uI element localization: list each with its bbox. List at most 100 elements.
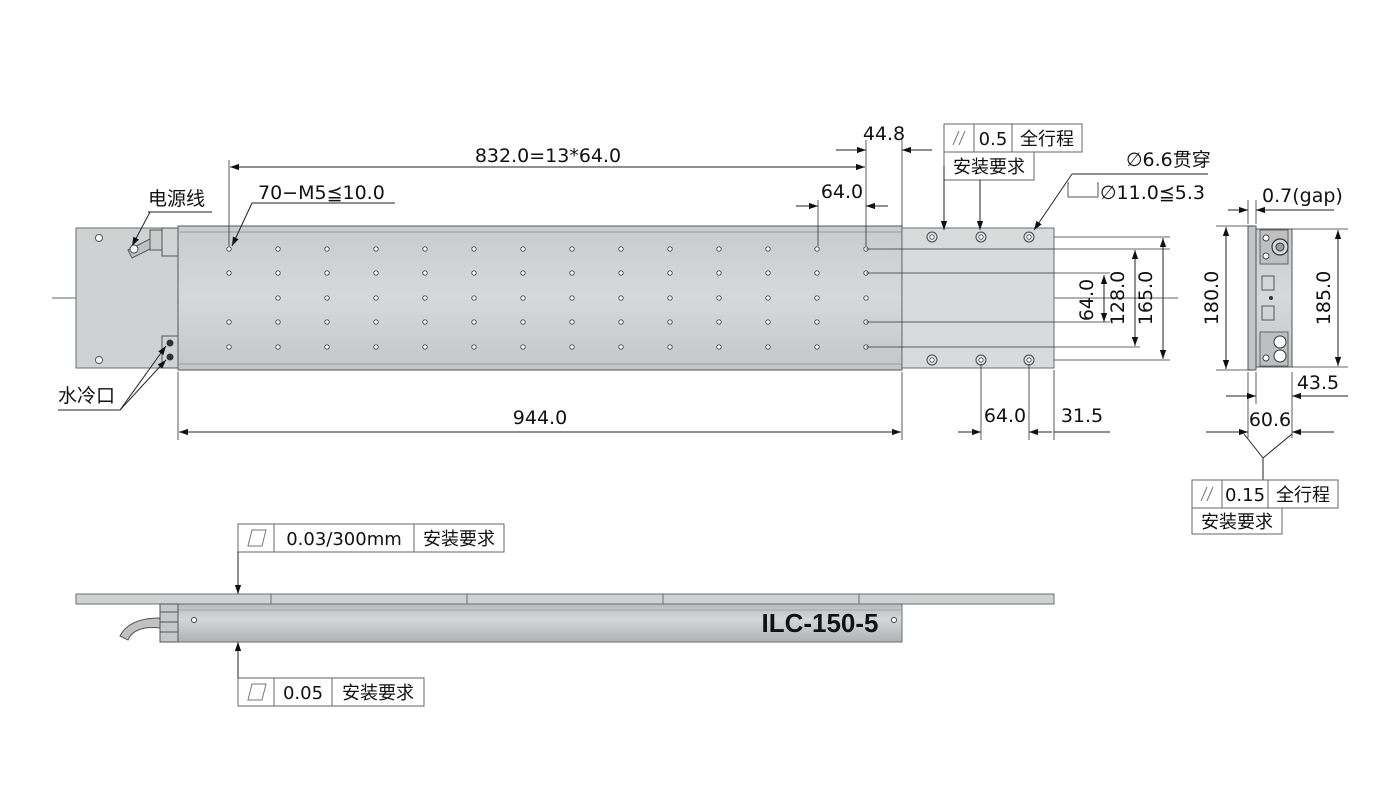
dim-stator-pitch: 64.0 — [984, 405, 1026, 427]
stator-screw — [95, 234, 103, 242]
dim-row-pitch: 64.0 — [1076, 279, 1098, 321]
fcf-value: 0.5 — [979, 129, 1008, 150]
mounting-hole — [373, 246, 379, 252]
fcf-scope: 全行程 — [1020, 129, 1074, 150]
dim-stator-end: 31.5 — [1061, 405, 1103, 427]
fcf-flatness-bottom: 0.05 安装要求 — [234, 642, 425, 707]
mounting-hole — [814, 246, 820, 252]
fcf-flatness-top: 0.03/300mm 安装要求 — [234, 523, 505, 594]
mounting-hole — [618, 319, 624, 325]
mounting-hole — [275, 246, 281, 252]
dim-gap: 0.7(gap) — [1262, 185, 1343, 207]
stator-hole-inner — [978, 357, 984, 363]
mounting-hole — [373, 344, 379, 350]
flatness-value: 0.03/300mm — [286, 529, 402, 550]
mounting-hole — [569, 246, 575, 252]
mounting-hole — [814, 319, 820, 325]
mounting-hole — [765, 344, 771, 350]
dim-end: 44.8 — [863, 123, 905, 145]
mounting-hole — [324, 295, 330, 301]
mounting-hole — [716, 295, 722, 301]
mounting-hole — [422, 344, 428, 350]
mounting-hole — [226, 246, 232, 252]
mounting-hole — [765, 295, 771, 301]
mounting-hole — [716, 344, 722, 350]
mounting-hole — [667, 295, 673, 301]
mounting-hole — [765, 246, 771, 252]
mounting-hole — [814, 344, 820, 350]
dim-overall-length: 944.0 — [513, 407, 567, 429]
label-power-cable: 电源线 — [148, 188, 205, 210]
side-view: ILC-150-5 0.03/300mm 安装要求 0.05 安装要求 — [75, 523, 1055, 707]
mounting-hole — [471, 344, 477, 350]
stator-mounting-holes — [926, 231, 1035, 366]
cooling-port — [166, 339, 174, 347]
mounting-hole — [618, 295, 624, 301]
fcf-scope: 全行程 — [1276, 485, 1330, 506]
mounting-hole — [471, 319, 477, 325]
stator-hole-inner — [978, 234, 984, 240]
holes-callout: 70−M5⪳10.0 — [258, 182, 385, 204]
stator-hole-inner — [929, 234, 935, 240]
mounting-hole — [569, 270, 575, 276]
dim-total-depth: 60.6 — [1249, 409, 1291, 431]
stator-hole-inner — [1026, 357, 1032, 363]
mounting-hole — [667, 246, 673, 252]
mounting-hole — [667, 319, 673, 325]
mounting-hole — [275, 270, 281, 276]
mounting-hole — [716, 270, 722, 276]
mounting-hole — [618, 344, 624, 350]
mounting-hole — [226, 270, 232, 276]
mounting-hole — [373, 319, 379, 325]
stator-hole-inner — [1026, 234, 1032, 240]
mover-body — [177, 225, 903, 371]
mounting-hole — [275, 295, 281, 301]
mounting-hole — [716, 246, 722, 252]
dim-height-right: 185.0 — [1313, 271, 1335, 325]
mounting-hole — [814, 270, 820, 276]
mounting-hole — [373, 295, 379, 301]
label-cooling-port: 水冷口 — [58, 385, 115, 407]
flatness-value: 0.05 — [283, 683, 323, 704]
mounting-hole — [471, 270, 477, 276]
mounting-hole — [520, 246, 526, 252]
dim-pitch: 832.0=13*64.0 — [475, 145, 621, 167]
mounting-hole — [324, 246, 330, 252]
model-label: ILC-150-5 — [761, 608, 878, 638]
mounting-hole — [569, 344, 575, 350]
mounting-hole — [520, 270, 526, 276]
stator-plate — [1247, 225, 1257, 371]
mounting-hole — [667, 270, 673, 276]
mounting-hole — [863, 295, 869, 301]
mounting-hole — [471, 246, 477, 252]
mounting-hole — [422, 295, 428, 301]
flatness-note: 安装要求 — [423, 529, 495, 550]
dim-row-span: 128.0 — [1107, 271, 1129, 325]
mounting-hole — [373, 270, 379, 276]
dim-pitch-single: 64.0 — [821, 181, 863, 203]
mounting-hole — [618, 270, 624, 276]
mounting-hole — [324, 344, 330, 350]
mounting-hole — [618, 246, 624, 252]
end-view: 180.0 185.0 0.7(gap) 43.5 60.6 0.15 全行程 — [1191, 185, 1348, 535]
mounting-hole — [520, 319, 526, 325]
stator-rail — [75, 593, 1055, 605]
mounting-hole — [324, 319, 330, 325]
connector-block — [161, 227, 179, 257]
flatness-note: 安装要求 — [342, 683, 414, 704]
fcf-parallelism: 0.5 全行程 安装要求 — [940, 123, 1083, 230]
fcf-value: 0.15 — [1225, 485, 1265, 506]
mounting-hole — [422, 270, 428, 276]
mounting-hole — [569, 319, 575, 325]
cooling-fitting — [1273, 335, 1287, 349]
fcf-note: 安装要求 — [1201, 512, 1273, 533]
cbore-callout: ∅11.0⪳5.3 — [1100, 182, 1205, 204]
mounting-hole — [275, 344, 281, 350]
thru-hole-callout: ∅6.6贯穿 — [1126, 149, 1211, 171]
mounting-hole — [324, 270, 330, 276]
mounting-hole — [765, 270, 771, 276]
mounting-hole — [667, 344, 673, 350]
mounting-hole — [569, 295, 575, 301]
mounting-hole — [422, 319, 428, 325]
mounting-hole-grid — [226, 246, 869, 350]
